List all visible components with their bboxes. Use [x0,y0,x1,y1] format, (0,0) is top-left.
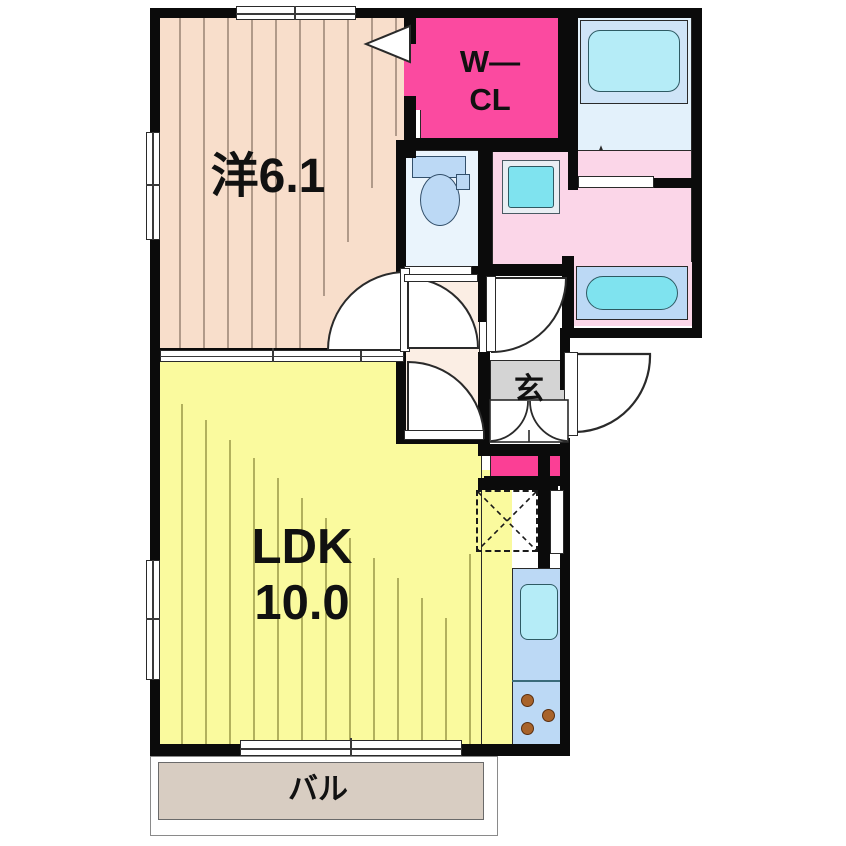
wall-toilet-right [478,150,492,276]
bathtub-basin [588,30,680,92]
label-genkan: 玄 [514,373,544,406]
wall-ldk-right-upper [478,444,570,456]
window-bedroom-left-rail [152,132,154,240]
wall-left-bedroom-2 [150,236,160,362]
door-toilet-leaf[interactable] [404,274,478,282]
partition-mullion-1 [272,348,274,362]
room-balcony [158,762,484,820]
kitchen-counter-divider [512,680,568,682]
wall-top-bath [568,8,702,18]
ldk-flooring-lines [181,404,471,746]
window-ldk-left-rail [152,560,154,680]
wall-toilet-left [396,140,406,276]
window-bedroom-top-mullion [294,6,296,20]
door-toilet[interactable] [406,276,480,350]
label-balcony: バル [288,773,348,806]
refrigerator-space [476,490,538,552]
window-kitchen [550,490,564,554]
stove-burner-1 [521,694,534,707]
window-bath-bottom [578,176,654,188]
wall-left-bedroom [150,8,160,138]
door-ldk[interactable] [406,358,486,440]
vanity-sink [508,166,554,208]
wall-left-ldk-2 [150,676,160,754]
wall-bottom-washroom-right [560,328,702,338]
washing-machine-drum [586,276,678,310]
wall-washroom-lower-left [562,256,574,330]
door-ldk-leaf[interactable] [404,430,484,440]
room-ldk-kitchen-strip [482,470,512,746]
wall-left-ldk [150,358,160,566]
door-entrance[interactable] [572,352,654,436]
toilet-flush-lever [456,174,470,190]
balcony-door-mullion [350,738,352,756]
label-ldk-line2: 10.0 [254,576,350,630]
shoe-closet-doors[interactable] [489,399,569,443]
wall-right-entrance [692,8,702,338]
wall-shoecloset-bottom [484,476,570,486]
kitchen-sink [520,584,558,640]
window-ldk-left-mullion [146,618,160,620]
wall-wcl-right [558,8,570,150]
stove-burner-3 [521,722,534,735]
wall-right-ldk [560,438,570,756]
door-washroom[interactable] [490,276,568,354]
toilet-bowl [420,174,460,226]
wall-bath-left [568,8,578,190]
label-wcl-line2: CL [469,82,511,117]
refrigerator-space-cross-icon [477,491,537,551]
wall-washroom-top [480,140,572,152]
window-bedroom-top-rail [236,13,356,15]
wall-washroom-bottomleft [480,264,574,276]
partition-mullion-2 [360,348,362,362]
bedroom-closet-arrow-icon [363,24,411,64]
window-bedroom-left-mullion [146,184,160,186]
wall-ldk-right-strip [538,456,550,568]
door-bedroom[interactable] [326,270,408,352]
partition-rail [160,356,404,358]
wall-top-bedroom [150,8,570,18]
label-ldk-line1: LDK [251,520,353,574]
label-bedroom: 洋6.1 [210,150,326,203]
door-washroom-leaf[interactable] [486,276,496,352]
label-wcl-line1: W— [459,44,521,79]
wall-hall-left-2 [396,352,406,444]
stove-burner-2 [542,709,555,722]
wall-genkan-right-lower [560,438,570,448]
